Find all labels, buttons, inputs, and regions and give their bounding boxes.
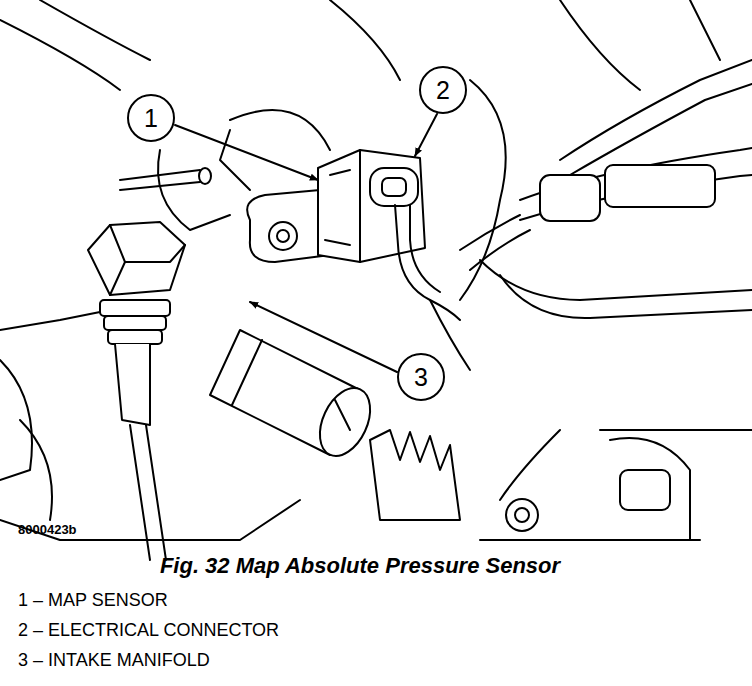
figure-number: 8000423b	[18, 522, 77, 537]
callout-number: 1	[144, 106, 158, 131]
callout-circle: 1	[127, 94, 175, 142]
callout-circle: 3	[397, 353, 445, 401]
key-entry: 1 – MAP SENSOR	[18, 590, 168, 611]
figure-caption: Fig. 32 Map Absolute Pressure Sensor	[160, 553, 560, 579]
key-entry: 2 – ELECTRICAL CONNECTOR	[18, 620, 279, 641]
callout-circle: 2	[419, 66, 467, 114]
callout-number: 2	[436, 78, 450, 103]
callout-number: 3	[414, 365, 428, 390]
key-entry: 3 – INTAKE MANIFOLD	[18, 650, 210, 671]
